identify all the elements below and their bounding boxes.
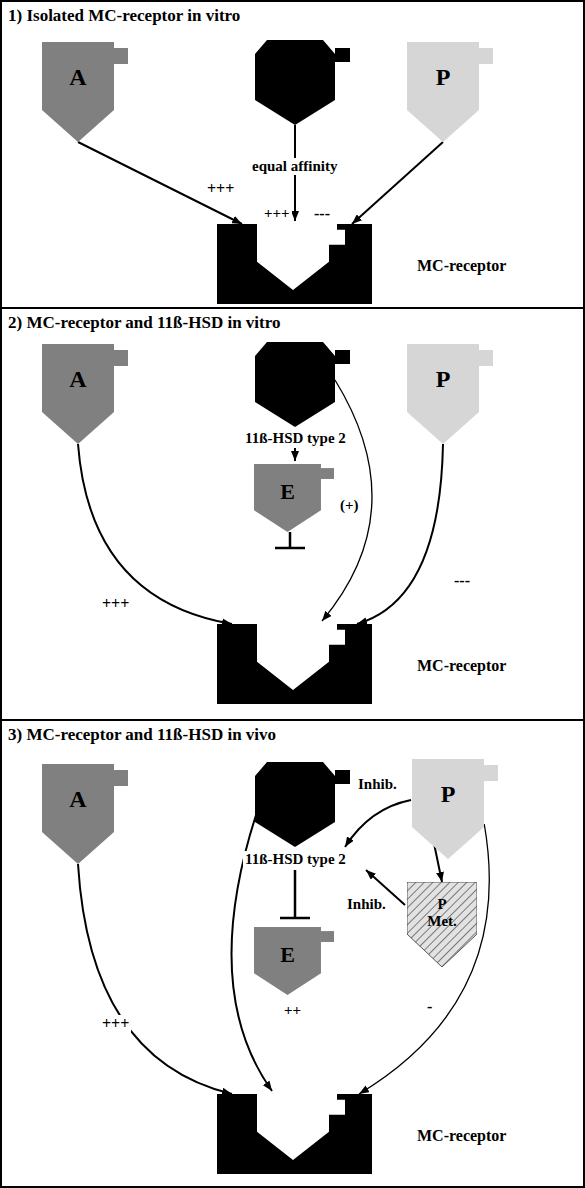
effect-label: +++ [100, 1015, 131, 1033]
ligand-letter: E [254, 942, 321, 968]
receptor-shape: MC-receptor [217, 624, 517, 704]
ligand-shape: P [407, 42, 493, 142]
cortisol-thin-arrow [322, 380, 372, 621]
annotation-label: Inhib. [345, 896, 388, 913]
arrow-connector [78, 142, 242, 224]
ligand-tab [321, 931, 334, 942]
ligand-letter: A [42, 786, 114, 813]
inhibition-connector [275, 532, 305, 548]
receptor-outline [217, 624, 372, 704]
ligand-body [412, 759, 484, 859]
arrow-connector [78, 864, 232, 1094]
effect-label: +++ [100, 595, 131, 613]
ligand-tab [114, 770, 128, 786]
metabolite-label: P Met. [407, 896, 477, 929]
receptor-outline [217, 224, 372, 304]
panel-frame: 2) MC-receptor and 11ß-HSD in vitroA E P MC… [0, 307, 585, 721]
annotation-label: Inhib. [356, 776, 399, 793]
cortisol-tab [335, 350, 350, 364]
panel-frame: 1) Isolated MC-receptor in vitroA P MC-rec… [0, 0, 585, 309]
panel-title: 3) MC-receptor and 11ß-HSD in vivo [8, 725, 276, 745]
receptor-body [217, 224, 372, 304]
ligand-body [42, 344, 114, 444]
ligand-body [407, 42, 479, 142]
cortisol-shape [255, 40, 335, 125]
ligand-outline [42, 344, 128, 444]
panel-frame: 3) MC-receptor and 11ß-HSD in vivoA E P P M… [0, 719, 585, 1188]
ligand-letter: E [254, 479, 321, 505]
arrow-connector [78, 444, 232, 624]
ligand-outline [412, 759, 498, 859]
ligand-outline [42, 42, 128, 142]
receptor-body [217, 624, 372, 704]
effect-label: --- [312, 205, 332, 223]
ligand-letter: P [407, 366, 479, 393]
ligand-shape: P [407, 344, 493, 444]
conversion-arrow [294, 448, 296, 461]
receptor-outline [217, 1094, 372, 1174]
arrow-connector [352, 142, 443, 224]
receptor-label: MC-receptor [417, 257, 506, 275]
ligand-shape: E [254, 464, 334, 532]
annotation-label: (+) [338, 497, 361, 514]
annotation-label: ++ [282, 1002, 303, 1019]
receptor-shape: MC-receptor [217, 1094, 517, 1174]
ligand-body [254, 927, 321, 995]
panel-title: 1) Isolated MC-receptor in vitro [8, 6, 240, 26]
ligand-letter: A [42, 366, 114, 393]
ligand-letter: P [412, 781, 484, 808]
metabolite-body [407, 882, 477, 967]
annotation-label: 11ß-HSD type 2 [243, 430, 348, 447]
ligand-shape: A [42, 42, 128, 142]
arrow-connector [357, 444, 443, 624]
ligand-outline [42, 764, 128, 864]
blocked-conversion [280, 870, 310, 918]
receptor-label: MC-receptor [417, 1127, 506, 1145]
receptor-shape: MC-receptor [217, 224, 517, 304]
effect-label: - [425, 998, 434, 1016]
ligand-letter: A [42, 64, 114, 91]
ligand-body [254, 464, 321, 532]
cortisol-tab [335, 770, 350, 784]
metabolite-shape: P Met. [407, 882, 477, 967]
cortisol-tab [335, 48, 350, 62]
ligand-tab [479, 350, 493, 366]
effect-label: +++ [205, 180, 236, 198]
inhibition-arrow [345, 800, 411, 847]
ligand-body [407, 344, 479, 444]
ligand-body [42, 42, 114, 142]
cortisol-shape [255, 762, 335, 847]
annotation-label: 11ß-HSD type 2 [243, 851, 348, 868]
ligand-shape: A [42, 344, 128, 444]
ligand-shape: E [254, 927, 334, 995]
ligand-tab [114, 350, 128, 366]
ligand-letter: P [407, 64, 479, 91]
ligand-outline [407, 42, 493, 142]
annotation-label: +++ [262, 205, 292, 222]
ligand-body [42, 764, 114, 864]
ligand-shape: A [42, 764, 128, 864]
receptor-body [217, 1094, 372, 1174]
ligand-tab [321, 468, 334, 479]
cortisol-shape [255, 342, 335, 427]
ligand-shape: P [412, 759, 498, 859]
annotation-label: equal affinity [250, 158, 339, 175]
receptor-label: MC-receptor [417, 657, 506, 675]
ligand-tab [479, 48, 493, 64]
effect-label: --- [452, 572, 472, 590]
ligand-tab [114, 48, 128, 64]
panel-title: 2) MC-receptor and 11ß-HSD in vitro [8, 313, 280, 333]
ligand-tab [484, 765, 498, 781]
ligand-outline [407, 344, 493, 444]
arrow-connector [359, 824, 489, 1094]
